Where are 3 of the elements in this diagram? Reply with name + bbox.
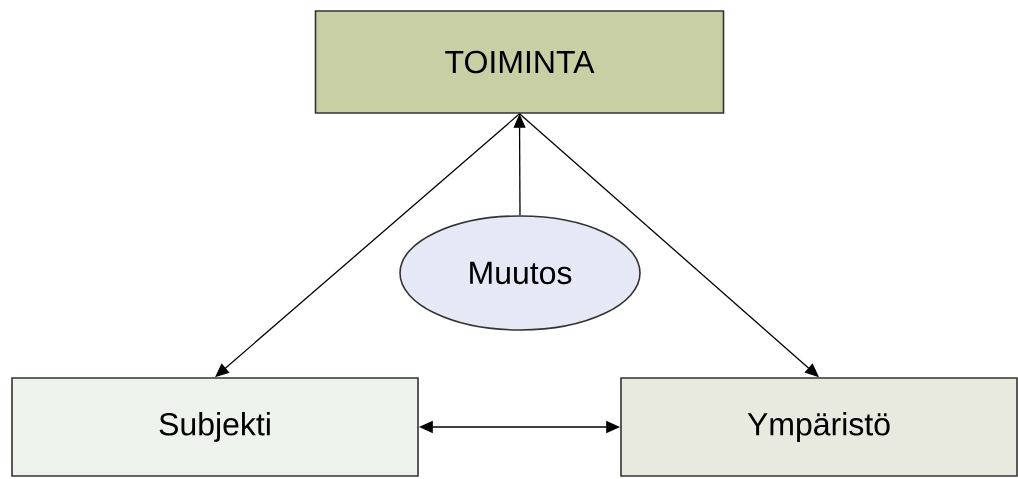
process-box: Ympäristö: [620, 377, 1018, 477]
process-box: Subjekti: [11, 377, 419, 477]
process-box: TOIMINTA: [314, 10, 725, 114]
